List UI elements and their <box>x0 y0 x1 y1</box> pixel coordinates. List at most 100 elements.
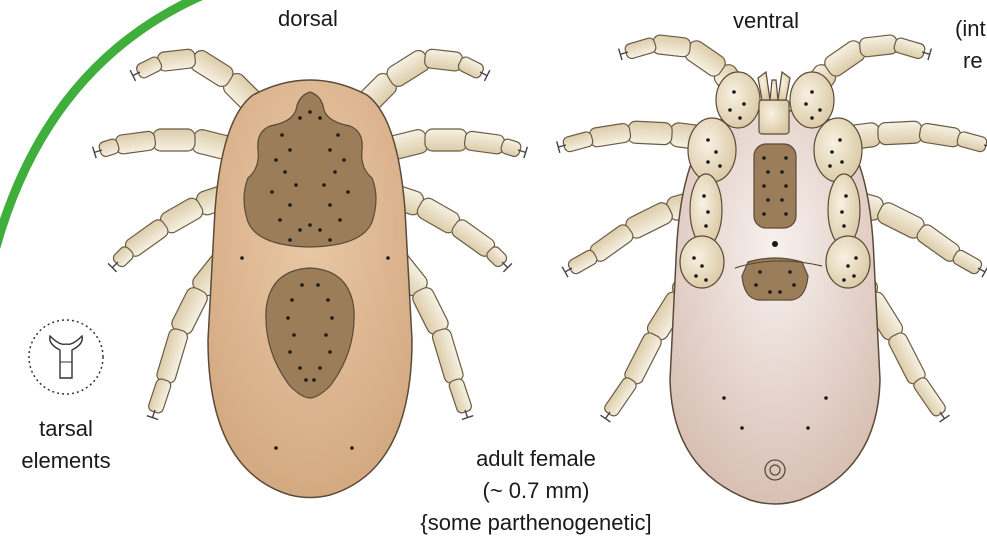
ventral-seta <box>762 212 766 216</box>
dorsal-leg-left-2 <box>93 128 238 162</box>
dorsal-seta <box>283 170 287 174</box>
dorsal-seta <box>290 298 294 302</box>
dorsal-seta <box>328 350 332 354</box>
dorsal-seta <box>330 316 334 320</box>
dorsal-seta <box>298 116 302 120</box>
dorsal-seta <box>298 228 302 232</box>
dorsal-leg-right-2 <box>382 128 527 162</box>
coxa-right-3 <box>828 174 860 246</box>
dorsal-seta <box>288 350 292 354</box>
leg-segment <box>115 131 157 155</box>
dorsal-seta <box>286 316 290 320</box>
size-label: (~ 0.7 mm) <box>386 480 686 502</box>
dorsal-seta <box>326 298 330 302</box>
leg-segment <box>589 123 632 148</box>
dorsal-seta <box>304 378 308 382</box>
ventral-seta <box>810 90 814 94</box>
ventral-seta <box>706 210 710 214</box>
leg-segment <box>562 131 594 153</box>
leg-segment <box>919 123 962 148</box>
dorsal-seta <box>278 218 282 222</box>
dorsal-seta <box>300 283 304 287</box>
ventral-seta <box>846 264 850 268</box>
ventral-seta <box>842 278 846 282</box>
cut-text-1: (int <box>955 18 986 40</box>
leg-segment <box>624 37 657 60</box>
dorsal-seta <box>308 110 312 114</box>
dorsal-seta <box>274 446 278 450</box>
leg-segment <box>627 121 672 145</box>
dorsal-seta <box>328 203 332 207</box>
ventral-seta <box>780 198 784 202</box>
dorsal-seta <box>342 158 346 162</box>
ventral-seta <box>692 256 696 260</box>
tarsal-element-icon <box>29 320 103 394</box>
dorsal-label: dorsal <box>278 8 338 30</box>
leg-segment <box>500 138 522 158</box>
coxa-left-1 <box>716 72 760 128</box>
dorsal-seta <box>318 228 322 232</box>
ventral-seta <box>784 156 788 160</box>
dorsal-seta <box>338 218 342 222</box>
dorsal-seta <box>288 148 292 152</box>
leg-segment <box>859 34 898 57</box>
leg-segment <box>425 129 467 151</box>
leg-segment <box>155 327 189 384</box>
dorsal-seta <box>312 378 316 382</box>
parthenogenetic-label: {some parthenogenetic] <box>386 512 686 534</box>
ventral-seta <box>766 198 770 202</box>
tarsal-label-line1: tarsal <box>6 418 126 440</box>
dorsal-seta <box>294 183 298 187</box>
leg-segment <box>147 378 172 415</box>
ventral-seta <box>740 426 744 430</box>
dorsal-mite <box>208 80 412 498</box>
ventral-pore <box>772 241 778 247</box>
leg-segment <box>652 34 691 57</box>
ventral-seta <box>844 194 848 198</box>
ventral-seta <box>778 290 782 294</box>
ventral-seta <box>704 278 708 282</box>
ventral-seta <box>854 256 858 260</box>
dorsal-seta <box>240 256 244 260</box>
ventral-seta <box>758 270 762 274</box>
ventral-seta <box>840 210 844 214</box>
dorsal-seta <box>298 366 302 370</box>
ventral-seta <box>788 270 792 274</box>
leg-segment <box>603 376 638 418</box>
ventral-seta <box>784 212 788 216</box>
dorsal-seta <box>308 223 312 227</box>
ventral-seta <box>792 283 796 287</box>
dorsal-seta <box>270 190 274 194</box>
ventral-seta <box>706 138 710 142</box>
ventral-seta <box>818 108 822 112</box>
genital-shield <box>742 258 808 300</box>
gnathosoma <box>758 72 790 134</box>
leg-segment <box>912 376 947 418</box>
dorsal-seta <box>318 116 322 120</box>
dorsal-seta <box>336 133 340 137</box>
dorsal-seta <box>318 366 322 370</box>
ventral-seta <box>766 170 770 174</box>
tarsal-claw <box>940 412 950 422</box>
tarsal-claw <box>601 412 611 422</box>
ventral-seta <box>722 396 726 400</box>
dorsal-seta <box>328 148 332 152</box>
ventral-seta <box>728 108 732 112</box>
dorsal-seta <box>280 133 284 137</box>
dorsal-seta <box>324 333 328 337</box>
tarsal-claw <box>978 267 987 277</box>
tarsal-claw <box>108 262 118 272</box>
dorsal-seta <box>288 203 292 207</box>
dorsal-seta <box>328 238 332 242</box>
leg-segment <box>956 131 987 153</box>
ventral-label: ventral <box>733 10 799 32</box>
ventral-seta <box>762 184 766 188</box>
leg-segment <box>464 131 506 155</box>
dorsal-seta <box>288 238 292 242</box>
ventral-seta <box>714 150 718 154</box>
ventral-seta <box>784 184 788 188</box>
ventral-seta <box>830 150 834 154</box>
tarsal-claw <box>502 262 512 272</box>
leg-segment <box>153 129 195 151</box>
ventral-seta <box>828 164 832 168</box>
